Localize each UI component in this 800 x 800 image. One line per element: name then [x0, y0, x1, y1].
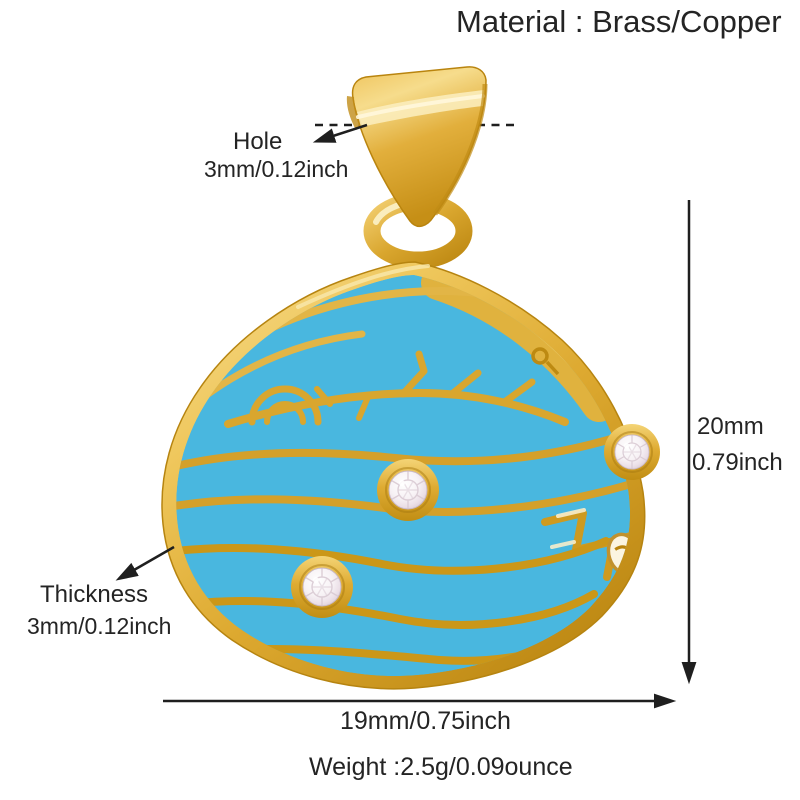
thickness-arrow: [115, 545, 175, 581]
crystal-stone: [377, 459, 439, 521]
crystal-stone: [291, 556, 353, 618]
thickness-label: Thickness: [40, 581, 149, 608]
bail: [346, 66, 488, 228]
height-inch-label: 0.79inch: [692, 449, 783, 476]
weight-label: Weight :2.5g/0.09ounce: [309, 753, 573, 781]
shell-body: [161, 261, 660, 690]
hole-arrow: [312, 123, 368, 143]
hole-label: Hole: [233, 128, 283, 155]
crystal-stone: [604, 424, 660, 480]
pendant-illustration: [161, 66, 660, 690]
material-label: Material : Brass/Copper: [456, 4, 782, 39]
hole-value: 3mm/0.12inch: [204, 156, 349, 182]
height-mm-label: 20mm: [697, 413, 764, 440]
crystal-stones: [291, 424, 660, 618]
curl-mark: [531, 347, 560, 376]
thickness-value: 3mm/0.12inch: [27, 613, 172, 639]
width-value: 19mm/0.75inch: [340, 707, 511, 735]
